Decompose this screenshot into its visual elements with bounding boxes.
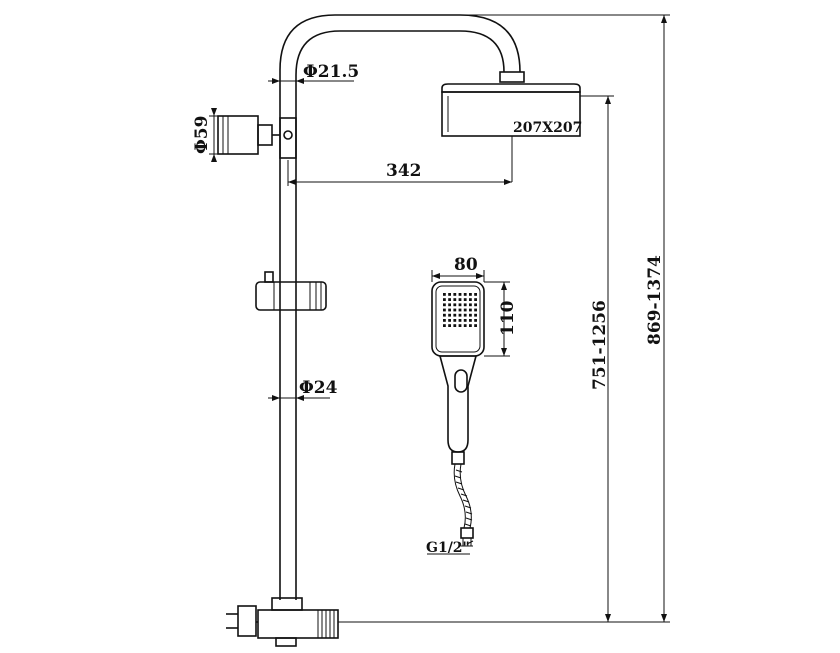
- dimension-label-adjustable-height: 751-1256: [590, 300, 610, 390]
- hand-shower: [431, 281, 485, 465]
- nozzle: [474, 293, 477, 296]
- dimension-wall-bracket: Φ59: [192, 108, 218, 162]
- nozzle: [474, 324, 477, 327]
- nozzle: [463, 298, 467, 301]
- nozzle: [448, 298, 451, 301]
- nozzle: [463, 324, 467, 327]
- dimension-handset-height: 110: [484, 281, 518, 357]
- nozzle: [453, 293, 457, 296]
- dimension-label-pipe-main: Φ24: [299, 378, 338, 398]
- nozzle: [469, 293, 472, 296]
- nozzle: [474, 303, 477, 307]
- dimension-pipe-top: Φ21.5: [268, 62, 359, 84]
- nozzle: [463, 313, 467, 317]
- dimension-adjustable-height: 751-1256: [580, 95, 614, 622]
- nozzle: [443, 298, 446, 301]
- nozzle: [474, 313, 477, 317]
- dimension-handset-width: 80: [431, 255, 485, 282]
- dimension-label-head-size: 207X207: [513, 120, 582, 136]
- nozzle: [474, 319, 477, 322]
- dimension-label-handset-height: 110: [498, 300, 518, 336]
- nozzle: [448, 319, 451, 322]
- nozzle: [453, 319, 457, 322]
- nozzle: [458, 313, 462, 317]
- nozzle: [469, 319, 472, 322]
- head-connector: [499, 71, 525, 83]
- nozzle: [458, 298, 462, 301]
- dimension-pipe-main: Φ24: [268, 378, 338, 401]
- nozzle: [453, 324, 457, 327]
- nozzle: [474, 308, 477, 312]
- nozzle: [448, 308, 451, 312]
- wall-bracket: [217, 115, 297, 159]
- nozzle: [469, 324, 472, 327]
- nozzle: [458, 319, 462, 322]
- nozzle: [443, 293, 446, 296]
- nozzle: [443, 303, 446, 307]
- riser-pipe: [279, 14, 521, 600]
- nozzle: [458, 293, 462, 296]
- nozzle: [453, 303, 457, 307]
- dimension-arm-reach: 342: [287, 160, 512, 186]
- nozzle: [469, 298, 472, 301]
- nozzle: [474, 298, 477, 301]
- rain-shower-head: [441, 83, 581, 137]
- nozzle: [443, 324, 446, 327]
- nozzle: [443, 313, 446, 317]
- nozzle: [443, 319, 446, 322]
- nozzle: [448, 293, 451, 296]
- nozzle: [463, 293, 467, 296]
- nozzle: [463, 308, 467, 312]
- dimension-label-arm-reach: 342: [386, 161, 422, 181]
- dimension-head-size: 207X207: [511, 120, 582, 182]
- nozzle: [458, 303, 462, 307]
- nozzle: [458, 308, 462, 312]
- nozzle: [448, 303, 451, 307]
- nozzle: [469, 308, 472, 312]
- nozzle: [453, 308, 457, 312]
- nozzle: [463, 303, 467, 307]
- dimension-label-handset-width: 80: [454, 255, 478, 275]
- nozzle: [453, 298, 457, 301]
- dimension-label-hose-thread: G1/2": [426, 540, 470, 556]
- shower-hose: [453, 463, 474, 547]
- nozzle: [469, 313, 472, 317]
- nozzle: [469, 303, 472, 307]
- nozzle: [443, 308, 446, 312]
- dimension-overall-height: 869-1374: [338, 14, 670, 623]
- nozzle: [453, 313, 457, 317]
- nozzle: [463, 319, 467, 322]
- nozzle: [448, 324, 451, 327]
- dimension-label-overall-height: 869-1374: [645, 255, 665, 345]
- dimension-label-pipe-top: Φ21.5: [303, 62, 359, 82]
- nozzle: [458, 324, 462, 327]
- nozzle: [448, 313, 451, 317]
- handset-holder: [255, 271, 327, 311]
- dimension-hose-thread: G1/2": [426, 540, 474, 556]
- handset-nozzle-grid: [443, 293, 477, 327]
- dimension-label-wall-bracket: Φ59: [192, 116, 212, 154]
- mixer-valve: [226, 597, 339, 647]
